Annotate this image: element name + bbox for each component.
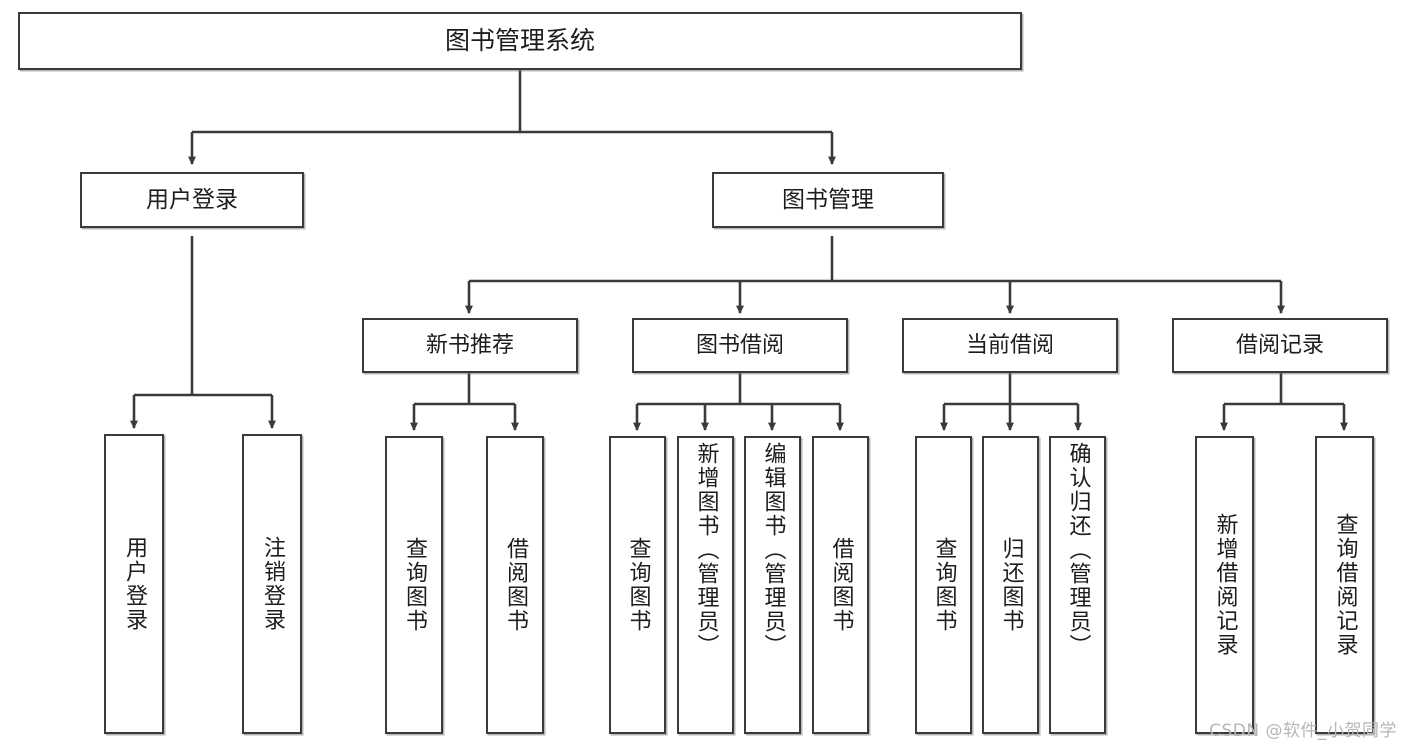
- node-label: 借阅图书: [503, 537, 528, 633]
- node-label: 图书管理: [782, 186, 874, 213]
- node-label: 新增借阅记录: [1212, 513, 1238, 657]
- leaf-add-borrow-record[interactable]: 新增借阅记录: [1195, 436, 1254, 734]
- leaf-add-book-admin[interactable]: 新增图书（管理员）: [677, 436, 734, 734]
- leaf-return-book[interactable]: 归还图书: [982, 436, 1039, 734]
- leaf-query-book-rec[interactable]: 查询图书: [385, 436, 443, 734]
- leaf-confirm-return-admin[interactable]: 确认归还（管理员）: [1049, 436, 1106, 734]
- leaf-logout-login[interactable]: 注销登录: [242, 434, 302, 734]
- node-label: 确认归还（管理员）: [1065, 442, 1091, 658]
- csdn-watermark: CSDN @软件_小贺同学: [1209, 721, 1397, 741]
- node-label: 查询图书: [931, 537, 957, 633]
- leaf-query-book-current[interactable]: 查询图书: [915, 436, 972, 734]
- node-book-borrow[interactable]: 图书借阅: [632, 318, 848, 373]
- leaf-borrow-book-rec[interactable]: 借阅图书: [486, 436, 544, 734]
- node-label: 当前借阅: [965, 332, 1054, 358]
- leaf-query-borrow-record[interactable]: 查询借阅记录: [1315, 436, 1374, 734]
- leaf-query-book-borrow[interactable]: 查询图书: [609, 436, 666, 734]
- node-label: 借阅记录: [1235, 332, 1324, 358]
- node-borrow-record[interactable]: 借阅记录: [1172, 318, 1388, 373]
- node-label: 注销登录: [260, 536, 285, 632]
- node-label: 查询图书: [625, 537, 651, 633]
- node-root-system[interactable]: 图书管理系统: [18, 12, 1022, 70]
- node-current-borrow[interactable]: 当前借阅: [902, 318, 1118, 373]
- node-label: 图书管理系统: [444, 25, 595, 55]
- node-book-manage[interactable]: 图书管理: [712, 172, 944, 228]
- node-label: 用户登录: [146, 186, 238, 213]
- node-label: 图书借阅: [695, 332, 784, 358]
- leaf-user-login[interactable]: 用户登录: [104, 434, 164, 734]
- node-user-login[interactable]: 用户登录: [80, 172, 304, 228]
- node-label: 编辑图书（管理员）: [760, 442, 786, 658]
- node-label: 新增图书（管理员）: [693, 442, 719, 658]
- node-label: 查询图书: [402, 537, 427, 633]
- node-label: 借阅图书: [828, 537, 854, 633]
- node-label: 查询借阅记录: [1332, 513, 1358, 657]
- node-label: 归还图书: [998, 537, 1024, 633]
- node-label: 用户登录: [122, 536, 147, 632]
- node-label: 新书推荐: [425, 332, 514, 358]
- node-new-book-rec[interactable]: 新书推荐: [362, 318, 578, 373]
- leaf-borrow-book[interactable]: 借阅图书: [812, 436, 869, 734]
- leaf-edit-book-admin[interactable]: 编辑图书（管理员）: [744, 436, 801, 734]
